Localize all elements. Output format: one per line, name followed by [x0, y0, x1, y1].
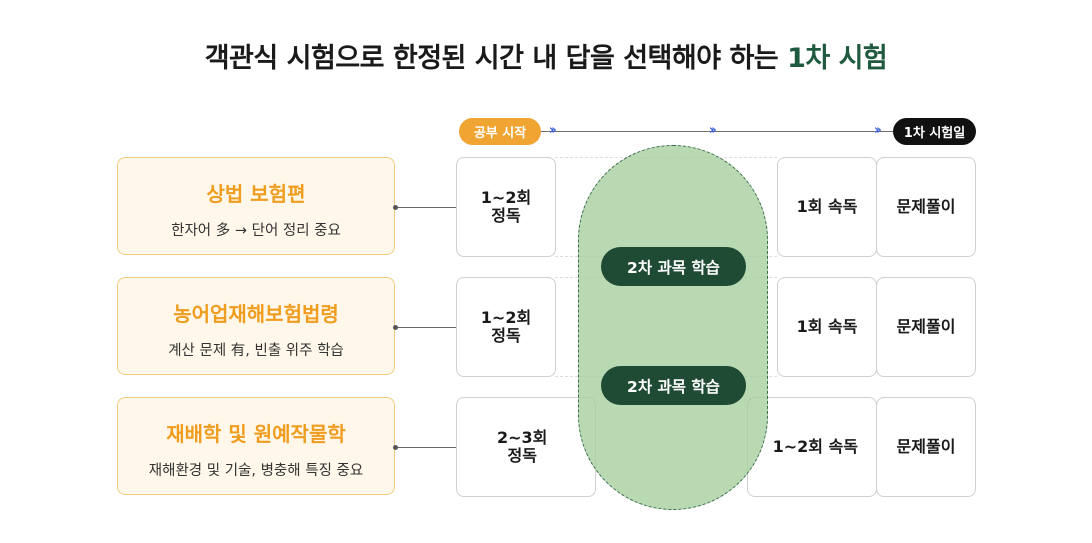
connector-dot — [393, 325, 398, 330]
subject-desc: 한자어 多 → 단어 정리 중요 — [171, 223, 341, 239]
connector-dot — [393, 205, 398, 210]
connector-dot — [393, 445, 398, 450]
subject-desc: 계산 문제 有, 빈출 위주 학습 — [168, 343, 344, 359]
secondary-study-tag: 2차 과목 학습 — [601, 247, 746, 286]
chevron-right-icon: ›› — [874, 123, 882, 138]
timeline-start-pill: 공부 시작 — [459, 118, 541, 145]
read-box: 2~3회 정독 — [456, 397, 596, 497]
read-box: 1~2회 정독 — [456, 277, 556, 377]
title-main: 객관식 시험으로 한정된 시간 내 답을 선택해야 하는 — [204, 43, 779, 74]
subject-name: 재배학 및 원예작물학 — [166, 422, 346, 446]
connector-line — [395, 207, 457, 208]
quick-read-box: 1~2회 속독 — [747, 397, 877, 497]
chevron-right-icon: ›› — [709, 123, 717, 138]
page-title: 객관식 시험으로 한정된 시간 내 답을 선택해야 하는 1차 시험 — [0, 36, 1092, 75]
secondary-study-oval — [578, 145, 768, 510]
practice-box: 문제풀이 — [876, 397, 976, 497]
read-box: 1~2회 정독 — [456, 157, 556, 257]
subject-name: 농어업재해보험법령 — [173, 302, 339, 326]
timeline-end-pill: 1차 시험일 — [893, 118, 976, 145]
subject-desc: 재해환경 및 기술, 병충해 특징 중요 — [148, 463, 364, 479]
practice-box: 문제풀이 — [876, 157, 976, 257]
quick-read-box: 1회 속독 — [777, 277, 877, 377]
subject-card-insurance-law: 농어업재해보험법령 계산 문제 有, 빈출 위주 학습 — [117, 277, 395, 375]
practice-box: 문제풀이 — [876, 277, 976, 377]
title-accent: 1차 시험 — [787, 43, 888, 74]
subject-card-horticulture: 재배학 및 원예작물학 재해환경 및 기술, 병충해 특징 중요 — [117, 397, 395, 495]
subject-card-commercial-law: 상법 보험편 한자어 多 → 단어 정리 중요 — [117, 157, 395, 255]
subject-name: 상법 보험편 — [206, 182, 306, 206]
timeline-line — [541, 131, 893, 132]
quick-read-box: 1회 속독 — [777, 157, 877, 257]
connector-line — [395, 447, 457, 448]
secondary-study-tag: 2차 과목 학습 — [601, 366, 746, 405]
chevron-right-icon: ›› — [549, 123, 557, 138]
connector-line — [395, 327, 457, 328]
